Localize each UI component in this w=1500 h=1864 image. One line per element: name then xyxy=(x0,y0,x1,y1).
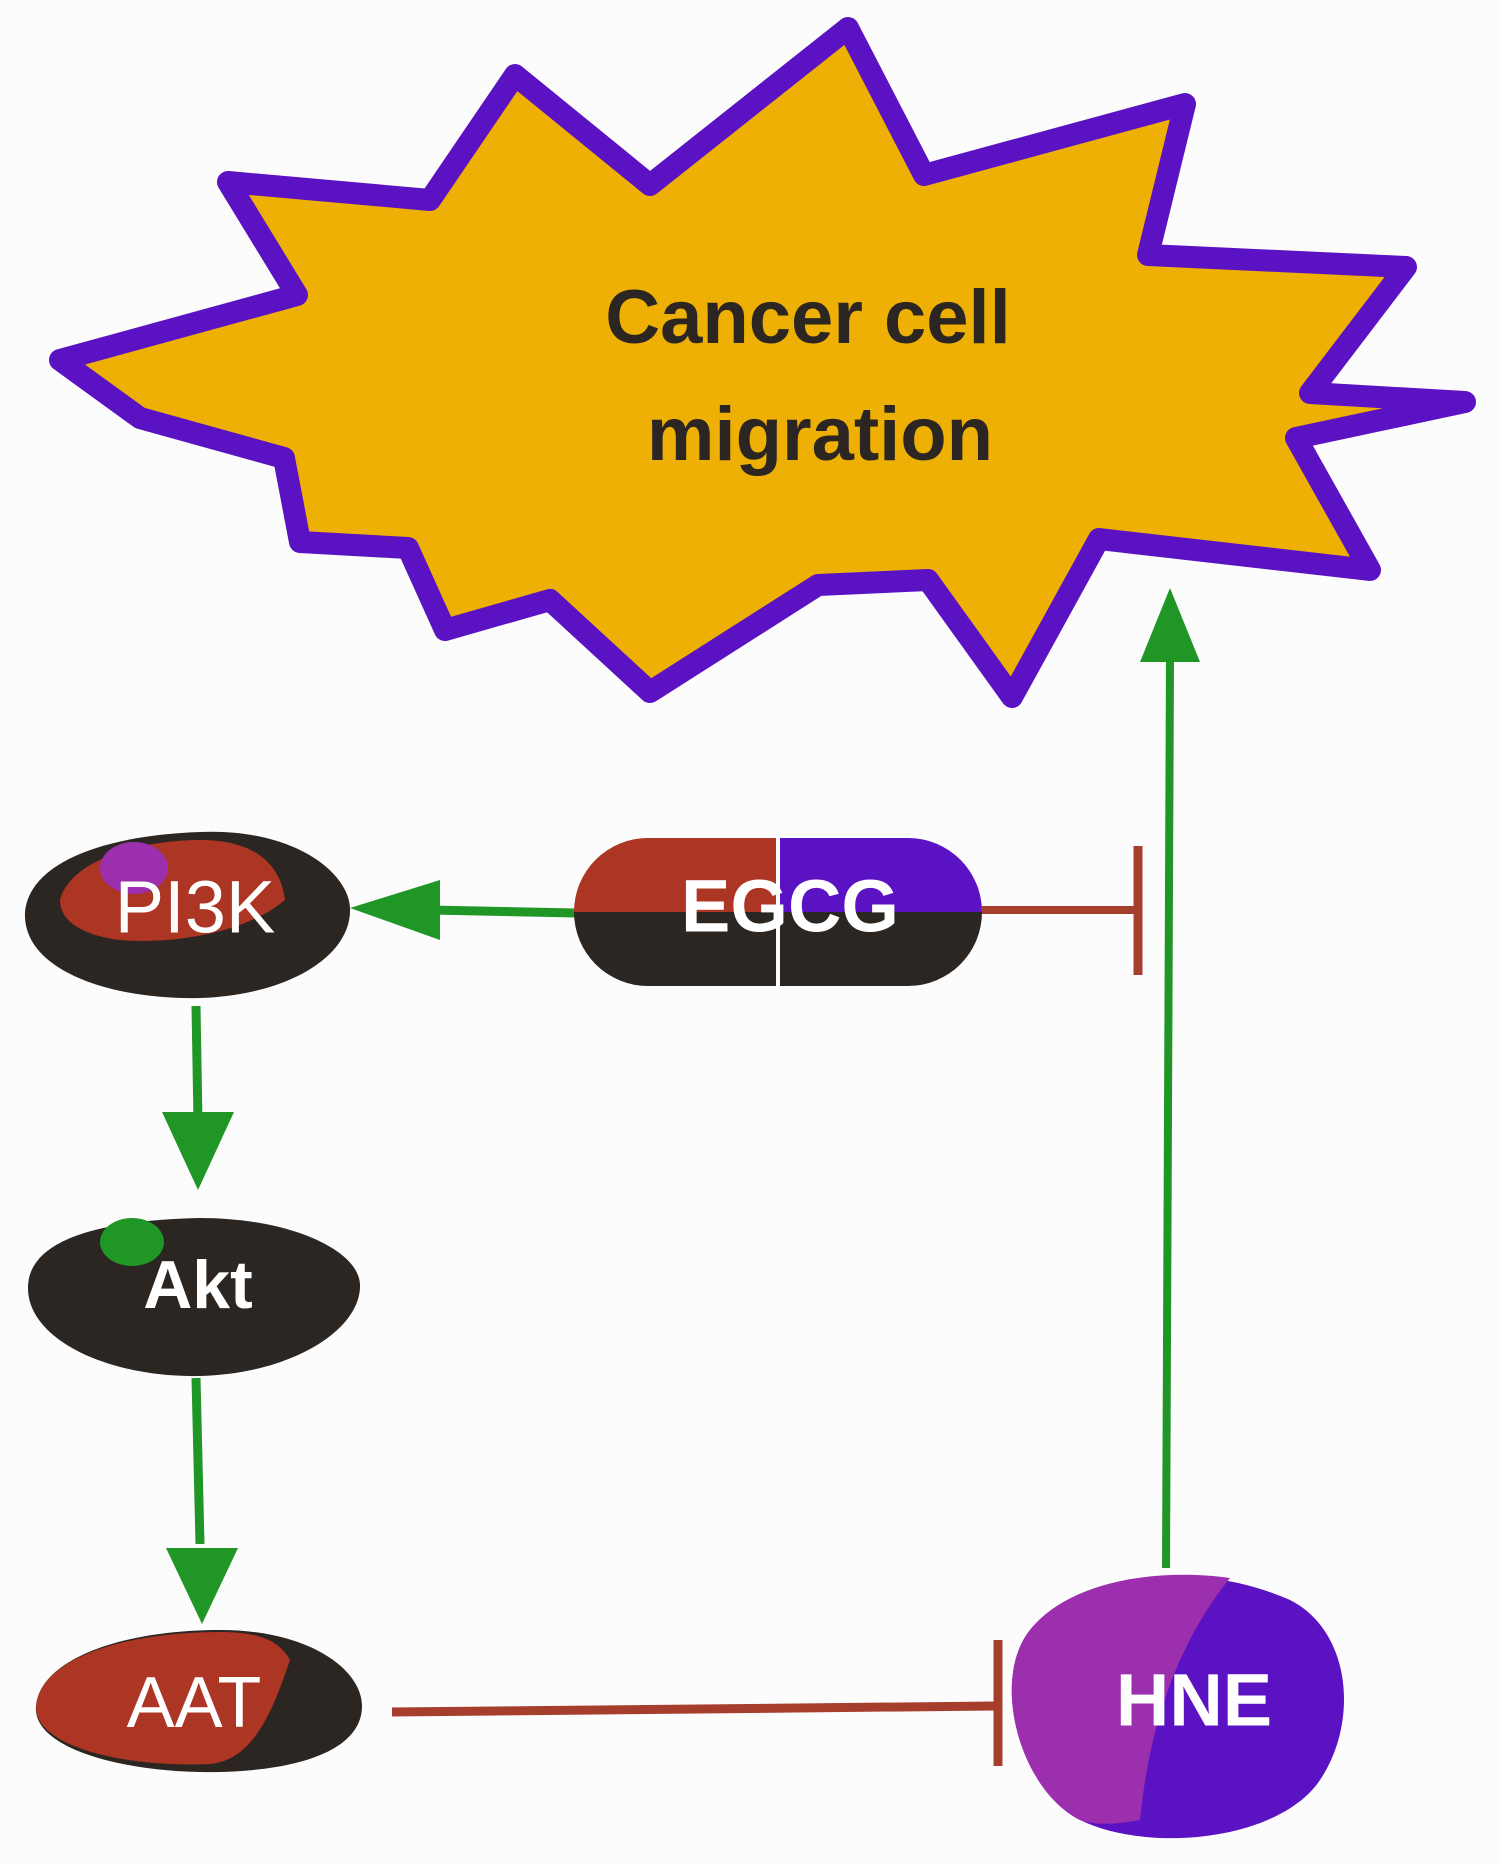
node-aat: AAT xyxy=(35,1630,362,1773)
outcome-label-line2: migration xyxy=(647,392,993,477)
node-egcg: EGCG xyxy=(574,838,982,986)
pi3k-phospho-dot xyxy=(100,842,168,894)
egcg-label: EGCG xyxy=(681,865,899,948)
aat-label: AAT xyxy=(127,1663,262,1743)
akt-phospho-dot xyxy=(100,1218,164,1266)
activation-arrow-egcg-to-pi3k xyxy=(350,880,577,940)
activation-arrow-pi3k-to-akt xyxy=(162,1005,234,1190)
hne-label: HNE xyxy=(1116,1659,1272,1742)
inhibition-bar-aat-to-hne xyxy=(391,1640,1003,1766)
inhibition-bar-egcg xyxy=(982,846,1143,975)
activation-arrow-akt-to-aat xyxy=(166,1377,238,1624)
aat-highlight xyxy=(35,1632,290,1765)
akt-label: Akt xyxy=(143,1247,253,1323)
node-akt: Akt xyxy=(27,1218,361,1377)
activation-arrow-hne-to-migration xyxy=(1140,588,1200,1569)
edges xyxy=(162,588,1200,1766)
node-hne: HNE xyxy=(1011,1574,1344,1839)
node-pi3k: PI3K xyxy=(24,831,351,999)
outcome-label-line1: Cancer cell xyxy=(605,275,1011,360)
starburst-shape xyxy=(49,17,1476,708)
pi3k-label: PI3K xyxy=(115,866,275,949)
hne-highlight xyxy=(1011,1574,1230,1824)
cancer-cell-migration-starburst: Cancer cell migration xyxy=(49,17,1476,708)
